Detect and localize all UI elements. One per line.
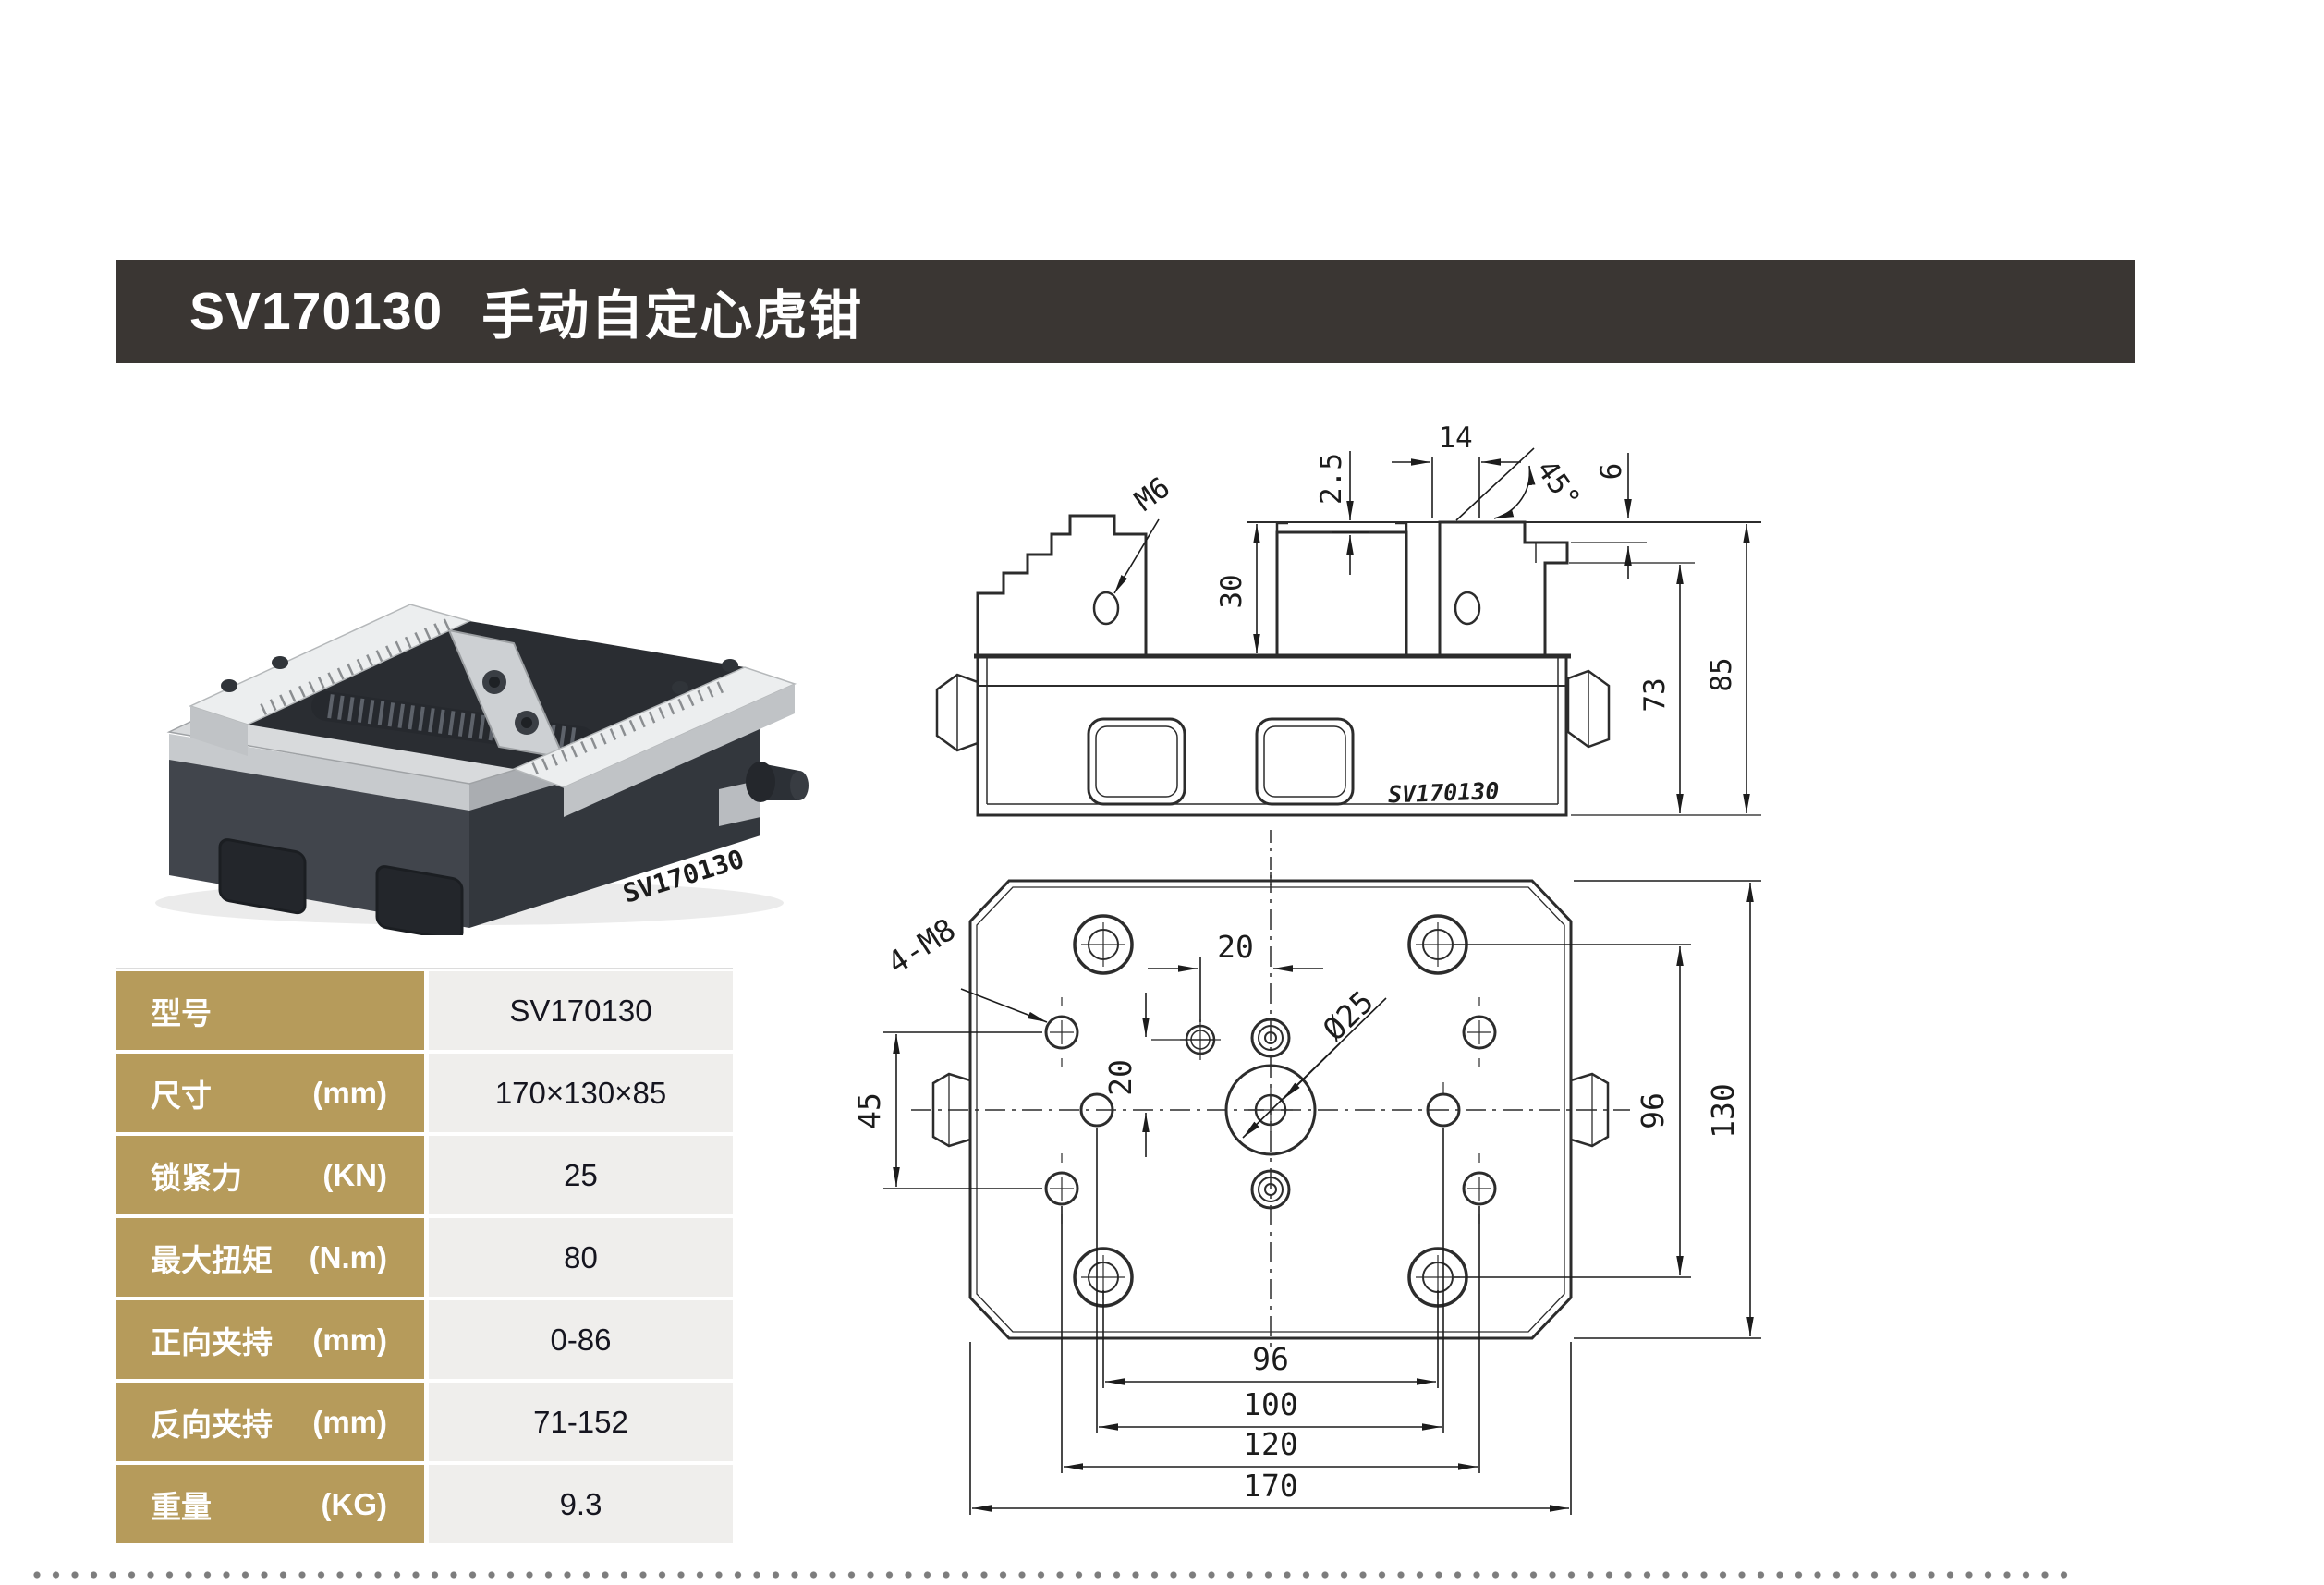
dim-label-130: 130 bbox=[1705, 1083, 1741, 1139]
base-slot bbox=[218, 838, 307, 915]
rail-hole bbox=[272, 656, 288, 669]
plan-view-geometry bbox=[911, 872, 1630, 1351]
spec-row-label: 重量 (KG) bbox=[116, 1465, 424, 1543]
left-jaw-rail bbox=[188, 604, 472, 725]
spec-unit: (KG) bbox=[321, 1486, 387, 1521]
side-view-geometry bbox=[935, 514, 1761, 885]
socket-screw-hole bbox=[489, 677, 500, 688]
dim-label-45deg: 45° bbox=[1529, 454, 1587, 516]
spec-row-value: 25 bbox=[429, 1136, 733, 1214]
plan-view-drawing: 4-M8 20 20 Ø25 45 96 130 96 100 120 170 bbox=[851, 872, 1761, 1515]
spec-unit: (mm) bbox=[312, 1322, 387, 1357]
dim-label-120: 120 bbox=[1243, 1426, 1298, 1462]
spec-row-label: 反向夹持 (mm) bbox=[116, 1383, 424, 1461]
dim-label-2-5: 2.5 bbox=[1315, 453, 1348, 505]
spec-unit: (KN) bbox=[322, 1157, 387, 1192]
dim-label-30: 30 bbox=[1215, 574, 1248, 608]
dim-label-96-bottom: 96 bbox=[1252, 1341, 1289, 1377]
spec-label: 最大扭矩 bbox=[151, 1242, 273, 1277]
product-photo: SV170130 bbox=[155, 604, 809, 935]
lead-screw-coils bbox=[327, 694, 579, 752]
plan-view-dim-labels: 4-M8 20 20 Ø25 45 96 130 96 100 120 170 bbox=[851, 911, 1741, 1504]
spec-label: 反向夹持 bbox=[151, 1407, 273, 1442]
spec-row-label: 尺寸 (mm) bbox=[116, 1054, 424, 1132]
dim-label-m6: M6 bbox=[1129, 470, 1176, 518]
spec-row-label: 正向夹持 (mm) bbox=[116, 1300, 424, 1379]
spec-row-value: 71-152 bbox=[429, 1383, 733, 1461]
product-name: 手动自定心虎钳 bbox=[481, 287, 864, 346]
socket-screw-hole bbox=[521, 717, 532, 728]
dim-label-4m8: 4-M8 bbox=[881, 911, 962, 981]
dim-label-45: 45 bbox=[851, 1092, 887, 1129]
spec-label: 锁紧力 bbox=[151, 1160, 242, 1195]
rail-hole bbox=[722, 659, 738, 672]
spec-table: 型号 SV170130 尺寸 (mm) 170×130×85 锁紧力 (KN) 25… bbox=[116, 968, 733, 1543]
spec-unit: (mm) bbox=[312, 1404, 387, 1439]
side-view-dimensions bbox=[1113, 447, 1761, 816]
knob bbox=[746, 762, 775, 802]
dim-label-96-right: 96 bbox=[1635, 1092, 1671, 1129]
right-jaw-rail-face bbox=[564, 684, 795, 817]
dim-label-85: 85 bbox=[1705, 657, 1738, 691]
dim-label-14: 14 bbox=[1438, 421, 1472, 455]
dotted-divider bbox=[33, 1570, 2075, 1580]
spec-unit: (N.m) bbox=[309, 1239, 387, 1274]
spec-label: 重量 bbox=[151, 1489, 212, 1524]
rail-hole bbox=[672, 681, 688, 694]
spec-unit: (mm) bbox=[312, 1075, 387, 1110]
drawing-model-label: SV170130 bbox=[1388, 777, 1500, 808]
spec-label: 尺寸 bbox=[151, 1078, 212, 1113]
spec-row-value: 9.3 bbox=[429, 1465, 733, 1543]
spec-row-label: 最大扭矩 (N.m) bbox=[116, 1218, 424, 1297]
title-banner: SV170130 手动自定心虎钳 bbox=[116, 260, 2135, 363]
dim-label-6: 6 bbox=[1595, 463, 1628, 481]
knob-end bbox=[790, 771, 809, 800]
spec-row-value: 80 bbox=[429, 1218, 733, 1297]
product-model: SV170130 bbox=[189, 282, 444, 341]
spec-row-label: 锁紧力 (KN) bbox=[116, 1136, 424, 1214]
vise-base-side bbox=[469, 721, 760, 928]
dim-label-dia25: Ø25 bbox=[1316, 983, 1381, 1047]
left-jaw-rail-face bbox=[190, 706, 248, 756]
side-view-dim-labels: M6 14 2.5 45° 6 30 73 85 bbox=[1129, 421, 1738, 713]
side-view-drawing: SV170130 M6 14 2.5 45° 6 30 bbox=[935, 421, 1761, 885]
spec-label: 型号 bbox=[151, 995, 212, 1030]
spec-row-value: SV170130 bbox=[429, 971, 733, 1050]
spec-row-value: 0-86 bbox=[429, 1300, 733, 1379]
plan-view-dimensions bbox=[883, 880, 1761, 1515]
spec-label: 正向夹持 bbox=[151, 1324, 273, 1359]
rail-hole bbox=[221, 679, 237, 692]
spec-row-value: 170×130×85 bbox=[429, 1054, 733, 1132]
dim-label-170: 170 bbox=[1243, 1468, 1298, 1504]
spec-row-label: 型号 bbox=[116, 971, 424, 1050]
base-slot bbox=[375, 865, 464, 935]
dim-label-100: 100 bbox=[1243, 1386, 1298, 1422]
dim-label-73: 73 bbox=[1638, 677, 1672, 712]
dim-label-20h: 20 bbox=[1217, 929, 1254, 965]
dim-label-20v: 20 bbox=[1102, 1059, 1138, 1096]
